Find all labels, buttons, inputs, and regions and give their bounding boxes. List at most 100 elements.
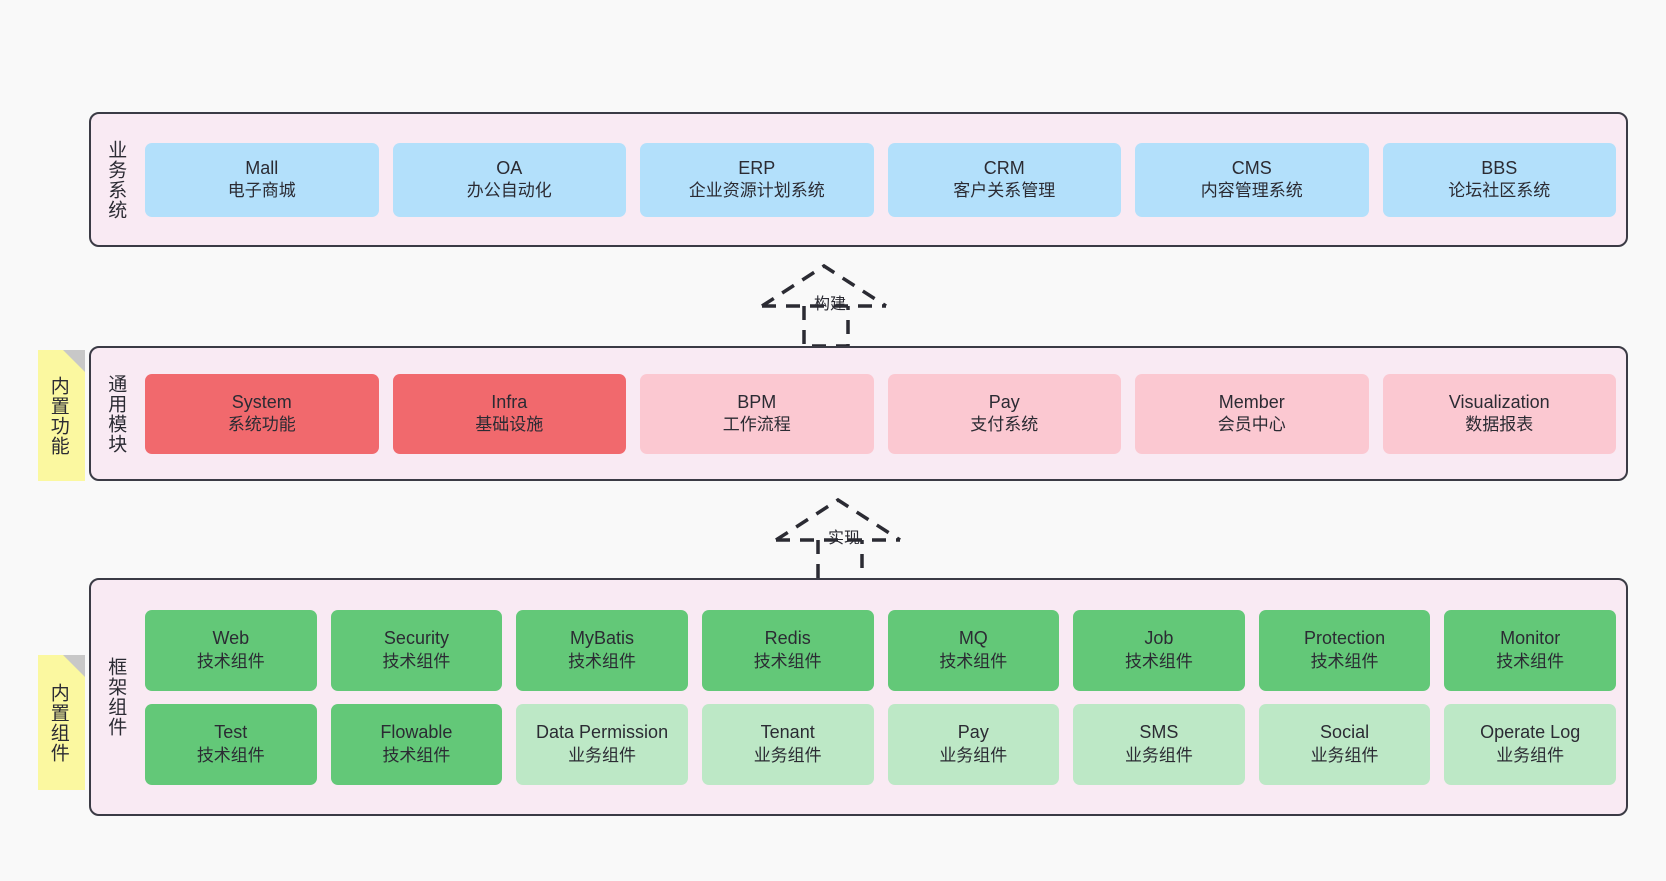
node-tenant[interactable]: Tenant 业务组件 bbox=[701, 703, 874, 785]
node-subtitle: 支付系统 bbox=[970, 415, 1039, 435]
node-title: Monitor bbox=[1500, 628, 1561, 649]
node-title: Operate Log bbox=[1480, 722, 1581, 743]
node-pay-component[interactable]: Pay 业务组件 bbox=[887, 703, 1060, 785]
node-row: Test 技术组件 Flowable 技术组件 Data Permission … bbox=[145, 703, 1616, 785]
node-erp[interactable]: ERP 企业资源计划系统 bbox=[640, 142, 874, 217]
node-subtitle: 技术组件 bbox=[753, 651, 822, 671]
node-bpm[interactable]: BPM 工作流程 bbox=[640, 373, 874, 454]
node-subtitle: 业务组件 bbox=[939, 745, 1008, 765]
note-fold-icon bbox=[63, 350, 85, 372]
node-subtitle: 技术组件 bbox=[196, 651, 265, 671]
layer-framework-components: 框架组件 Web 技术组件 Security 技术组件 MyBatis 技术组件… bbox=[89, 578, 1628, 816]
node-mq[interactable]: MQ 技术组件 bbox=[887, 609, 1060, 691]
node-title: BPM bbox=[737, 391, 777, 412]
node-member[interactable]: Member 会员中心 bbox=[1135, 373, 1369, 454]
note-fold-icon bbox=[63, 655, 85, 677]
node-subtitle: 工作流程 bbox=[722, 415, 791, 435]
node-title: Security bbox=[383, 628, 449, 649]
node-visualization[interactable]: Visualization 数据报表 bbox=[1382, 373, 1616, 454]
node-title: Pay bbox=[957, 722, 989, 743]
layer-common-modules: 通用模块 System 系统功能 Infra 基础设施 BPM 工作流程 Pay… bbox=[89, 346, 1628, 481]
note-builtin-components: 内置组件 bbox=[38, 655, 85, 790]
node-subtitle: 技术组件 bbox=[382, 745, 451, 765]
node-subtitle: 办公自动化 bbox=[466, 181, 552, 201]
node-title: Web bbox=[212, 628, 250, 649]
node-subtitle: 企业资源计划系统 bbox=[688, 181, 825, 201]
node-title: ERP bbox=[738, 157, 776, 178]
node-job[interactable]: Job 技术组件 bbox=[1073, 609, 1245, 691]
connector-build: 构建 bbox=[752, 258, 932, 348]
node-subtitle: 技术组件 bbox=[196, 745, 265, 765]
layer-body-framework-components: Web 技术组件 Security 技术组件 MyBatis 技术组件 Redi… bbox=[139, 580, 1626, 814]
node-title: Data Permission bbox=[536, 722, 669, 743]
node-subtitle: 业务组件 bbox=[1310, 745, 1379, 765]
node-title: Infra bbox=[491, 391, 528, 412]
node-title: Visualization bbox=[1448, 391, 1550, 412]
node-title: OA bbox=[496, 157, 523, 178]
node-row: System 系统功能 Infra 基础设施 BPM 工作流程 Pay 支付系统… bbox=[145, 373, 1616, 454]
node-cms[interactable]: CMS 内容管理系统 bbox=[1135, 142, 1369, 217]
node-subtitle: 技术组件 bbox=[939, 651, 1008, 671]
node-redis[interactable]: Redis 技术组件 bbox=[701, 609, 874, 691]
layer-title-business-systems: 业务系统 bbox=[105, 139, 127, 220]
node-title: MyBatis bbox=[570, 628, 635, 649]
node-title: CMS bbox=[1231, 157, 1272, 178]
node-title: System bbox=[231, 391, 292, 412]
node-operate-log[interactable]: Operate Log 业务组件 bbox=[1444, 703, 1616, 785]
node-title: BBS bbox=[1481, 157, 1518, 178]
node-pay-module[interactable]: Pay 支付系统 bbox=[887, 373, 1121, 454]
layer-body-common-modules: System 系统功能 Infra 基础设施 BPM 工作流程 Pay 支付系统… bbox=[139, 348, 1626, 479]
node-title: Flowable bbox=[380, 722, 453, 743]
node-protection[interactable]: Protection 技术组件 bbox=[1258, 609, 1431, 691]
connector-label-build: 构建 bbox=[814, 296, 847, 313]
layer-body-business-systems: Mall 电子商城 OA 办公自动化 ERP 企业资源计划系统 CRM 客户关系… bbox=[139, 114, 1626, 245]
layer-title-common-modules: 通用模块 bbox=[105, 373, 127, 454]
node-subtitle: 技术组件 bbox=[1496, 651, 1565, 671]
node-subtitle: 技术组件 bbox=[568, 651, 637, 671]
node-title: SMS bbox=[1139, 722, 1179, 743]
node-flowable[interactable]: Flowable 技术组件 bbox=[330, 703, 503, 785]
node-subtitle: 业务组件 bbox=[1124, 745, 1193, 765]
node-infra[interactable]: Infra 基础设施 bbox=[392, 373, 626, 454]
node-sms[interactable]: SMS 业务组件 bbox=[1073, 703, 1245, 785]
node-title: Tenant bbox=[760, 722, 815, 743]
layer-business-systems: 业务系统 Mall 电子商城 OA 办公自动化 ERP 企业资源计划系统 CRM… bbox=[89, 112, 1628, 247]
node-row: Web 技术组件 Security 技术组件 MyBatis 技术组件 Redi… bbox=[145, 609, 1616, 691]
node-subtitle: 内容管理系统 bbox=[1200, 181, 1303, 201]
layer-title-framework-components: 框架组件 bbox=[105, 657, 127, 737]
node-title: Member bbox=[1218, 391, 1285, 412]
node-subtitle: 论坛社区系统 bbox=[1448, 181, 1551, 201]
node-web[interactable]: Web 技术组件 bbox=[145, 609, 317, 691]
node-data-permission[interactable]: Data Permission 业务组件 bbox=[516, 703, 688, 785]
node-subtitle: 技术组件 bbox=[1310, 651, 1379, 671]
note-text: 内置功能 bbox=[47, 375, 69, 456]
node-test[interactable]: Test 技术组件 bbox=[145, 703, 317, 785]
node-mall[interactable]: Mall 电子商城 bbox=[145, 142, 379, 217]
node-title: MQ bbox=[958, 628, 988, 649]
node-subtitle: 技术组件 bbox=[382, 651, 451, 671]
node-monitor[interactable]: Monitor 技术组件 bbox=[1444, 609, 1616, 691]
node-subtitle: 客户关系管理 bbox=[953, 181, 1056, 201]
node-subtitle: 电子商城 bbox=[227, 181, 296, 201]
note-text: 内置组件 bbox=[47, 682, 69, 763]
node-subtitle: 业务组件 bbox=[1496, 745, 1565, 765]
node-title: CRM bbox=[983, 157, 1025, 178]
connector-implement: 实现 bbox=[766, 492, 946, 582]
node-subtitle: 会员中心 bbox=[1217, 415, 1286, 435]
node-security[interactable]: Security 技术组件 bbox=[330, 609, 503, 691]
node-title: Protection bbox=[1304, 628, 1386, 649]
note-builtin-functions: 内置功能 bbox=[38, 350, 85, 481]
node-oa[interactable]: OA 办公自动化 bbox=[392, 142, 626, 217]
node-subtitle: 系统功能 bbox=[227, 415, 296, 435]
node-subtitle: 基础设施 bbox=[475, 415, 544, 435]
node-title: Job bbox=[1144, 628, 1174, 649]
node-system[interactable]: System 系统功能 bbox=[145, 373, 379, 454]
node-mybatis[interactable]: MyBatis 技术组件 bbox=[516, 609, 688, 691]
node-subtitle: 数据报表 bbox=[1465, 415, 1534, 435]
node-subtitle: 技术组件 bbox=[1124, 651, 1193, 671]
node-crm[interactable]: CRM 客户关系管理 bbox=[887, 142, 1121, 217]
node-bbs[interactable]: BBS 论坛社区系统 bbox=[1382, 142, 1616, 217]
node-title: Pay bbox=[988, 391, 1020, 412]
node-social[interactable]: Social 业务组件 bbox=[1258, 703, 1431, 785]
